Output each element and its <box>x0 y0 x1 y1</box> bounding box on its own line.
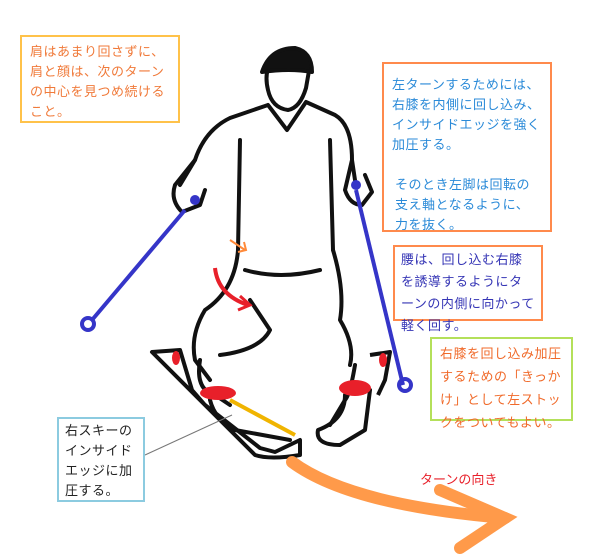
note-left-leg-text: そのとき左脚は回転の支え軸となるように、力を抜く。 <box>395 178 531 233</box>
turn-direction-label: ターンの向き <box>420 473 498 488</box>
note-left-turn: 左ターンするためには、右膝を内側に回し込み、インサイドエッジを強く加圧する。 そ… <box>382 62 552 233</box>
left-ski <box>369 350 392 396</box>
skier-torso <box>178 100 357 252</box>
turn-direction-arrow <box>286 456 518 554</box>
skier-cap <box>260 46 314 74</box>
inside-edge-highlight <box>229 398 296 437</box>
left-pole <box>354 189 405 386</box>
note-pole: 右膝を回し込み加圧するための「きっかけ」として左ストックをついてもよい。 <box>430 337 573 431</box>
note-hips: 腰は、回し込む右膝を誘導するようにターンの内側に向かって軽く回す。 <box>393 245 543 334</box>
note-left-turn-text: 左ターンするためには、右膝を内側に回し込み、インサイドエッジを強く加圧する。 <box>392 78 541 153</box>
hip-rotation-arrow <box>213 267 249 307</box>
right-pole <box>90 208 187 322</box>
note-inside-edge: 右スキーのインサイドエッジに加圧する。 <box>57 417 145 502</box>
note-shoulders: 肩はあまり回さずに、肩と顔は、次のターンの中心を見つめ続けること。 <box>20 35 180 123</box>
